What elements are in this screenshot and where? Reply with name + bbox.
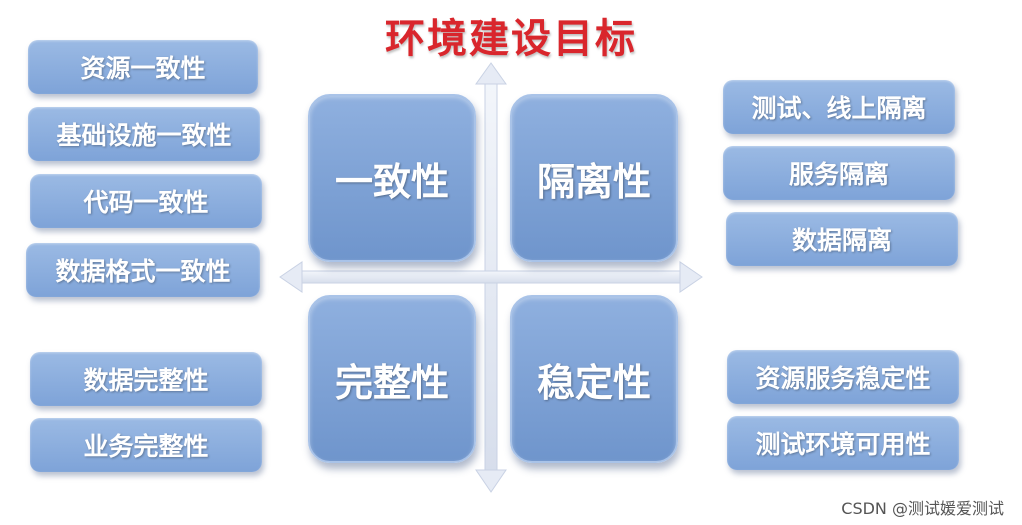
quadrant-isolation: 隔离性 bbox=[510, 94, 678, 262]
right-item: 数据隔离 bbox=[726, 212, 958, 266]
up-arrow-head bbox=[475, 62, 507, 85]
watermark: CSDN @测试媛爱测试 bbox=[841, 499, 1004, 518]
quadrant-consistency: 一致性 bbox=[308, 94, 476, 262]
left-item: 数据完整性 bbox=[30, 352, 262, 406]
quadrant-integrity: 完整性 bbox=[308, 295, 476, 463]
left-arrow-head bbox=[279, 261, 303, 293]
horizontal-axis-bar bbox=[299, 270, 683, 284]
right-item: 资源服务稳定性 bbox=[727, 350, 959, 404]
right-item: 测试、线上隔离 bbox=[723, 80, 955, 134]
right-item: 服务隔离 bbox=[723, 146, 955, 200]
diagram-title: 环境建设目标 bbox=[385, 16, 637, 62]
left-item: 代码一致性 bbox=[30, 174, 262, 228]
down-arrow-head bbox=[475, 469, 507, 493]
quadrant-stability: 稳定性 bbox=[510, 295, 678, 463]
left-item: 资源一致性 bbox=[28, 40, 258, 94]
left-item: 数据格式一致性 bbox=[26, 243, 260, 297]
right-item: 测试环境可用性 bbox=[727, 416, 959, 470]
left-item: 业务完整性 bbox=[30, 418, 262, 472]
right-arrow-head bbox=[679, 261, 703, 293]
left-item: 基础设施一致性 bbox=[28, 107, 260, 161]
